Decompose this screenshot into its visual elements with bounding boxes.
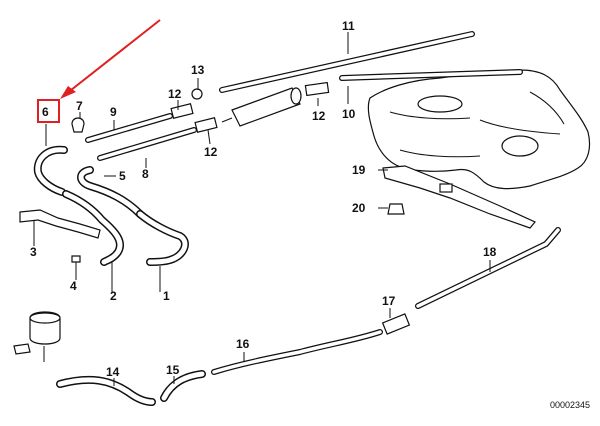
label-12-lower: 12 — [204, 145, 218, 159]
label-7: 7 — [76, 99, 83, 113]
reference-code: 00002345 — [550, 400, 590, 410]
hose-2 — [62, 190, 124, 266]
connector-17 — [381, 313, 411, 335]
part-labels: 6 1 2 3 4 5 7 8 9 10 11 12 12 12 13 14 1… — [30, 19, 590, 410]
valve — [13, 311, 61, 362]
highlight-callout — [37, 19, 161, 123]
hose-5 — [77, 166, 144, 218]
label-1: 1 — [163, 289, 170, 303]
label-12-right: 12 — [312, 109, 326, 123]
leader-lines — [33, 32, 491, 386]
label-19: 19 — [352, 163, 366, 177]
label-20: 20 — [352, 201, 366, 215]
clip-7 — [71, 117, 85, 133]
hose-15 — [160, 370, 206, 402]
label-8: 8 — [142, 167, 149, 181]
label-2: 2 — [110, 289, 117, 303]
pipe-10 — [339, 69, 523, 81]
label-14: 14 — [106, 365, 120, 379]
pipe-16 — [211, 329, 383, 375]
pipe-9 — [85, 113, 173, 143]
hose-14 — [56, 375, 156, 406]
label-4: 4 — [70, 279, 77, 293]
label-11: 11 — [342, 19, 355, 33]
fuel-filter — [221, 87, 302, 127]
label-17: 17 — [382, 294, 396, 308]
pipe-18 — [415, 227, 561, 309]
pipe-8 — [97, 127, 197, 161]
label-5: 5 — [119, 169, 126, 183]
grommet — [387, 203, 405, 215]
fuel-tank — [367, 69, 591, 190]
label-18: 18 — [483, 245, 497, 259]
hose-1 — [136, 210, 189, 266]
label-10: 10 — [342, 107, 356, 121]
hose-6 — [33, 145, 68, 196]
label-3: 3 — [30, 245, 37, 259]
bracket-3 — [19, 209, 101, 239]
label-9: 9 — [110, 105, 117, 119]
bolt-4 — [71, 255, 81, 270]
label-15: 15 — [166, 363, 180, 377]
pipe-11 — [219, 31, 475, 93]
label-16: 16 — [236, 337, 250, 351]
heat-shield — [382, 165, 536, 229]
label-12-upper: 12 — [168, 87, 182, 101]
hose-connectors — [170, 81, 330, 133]
clip-13 — [191, 88, 203, 100]
label-6: 6 — [42, 105, 49, 119]
label-13: 13 — [191, 63, 205, 77]
